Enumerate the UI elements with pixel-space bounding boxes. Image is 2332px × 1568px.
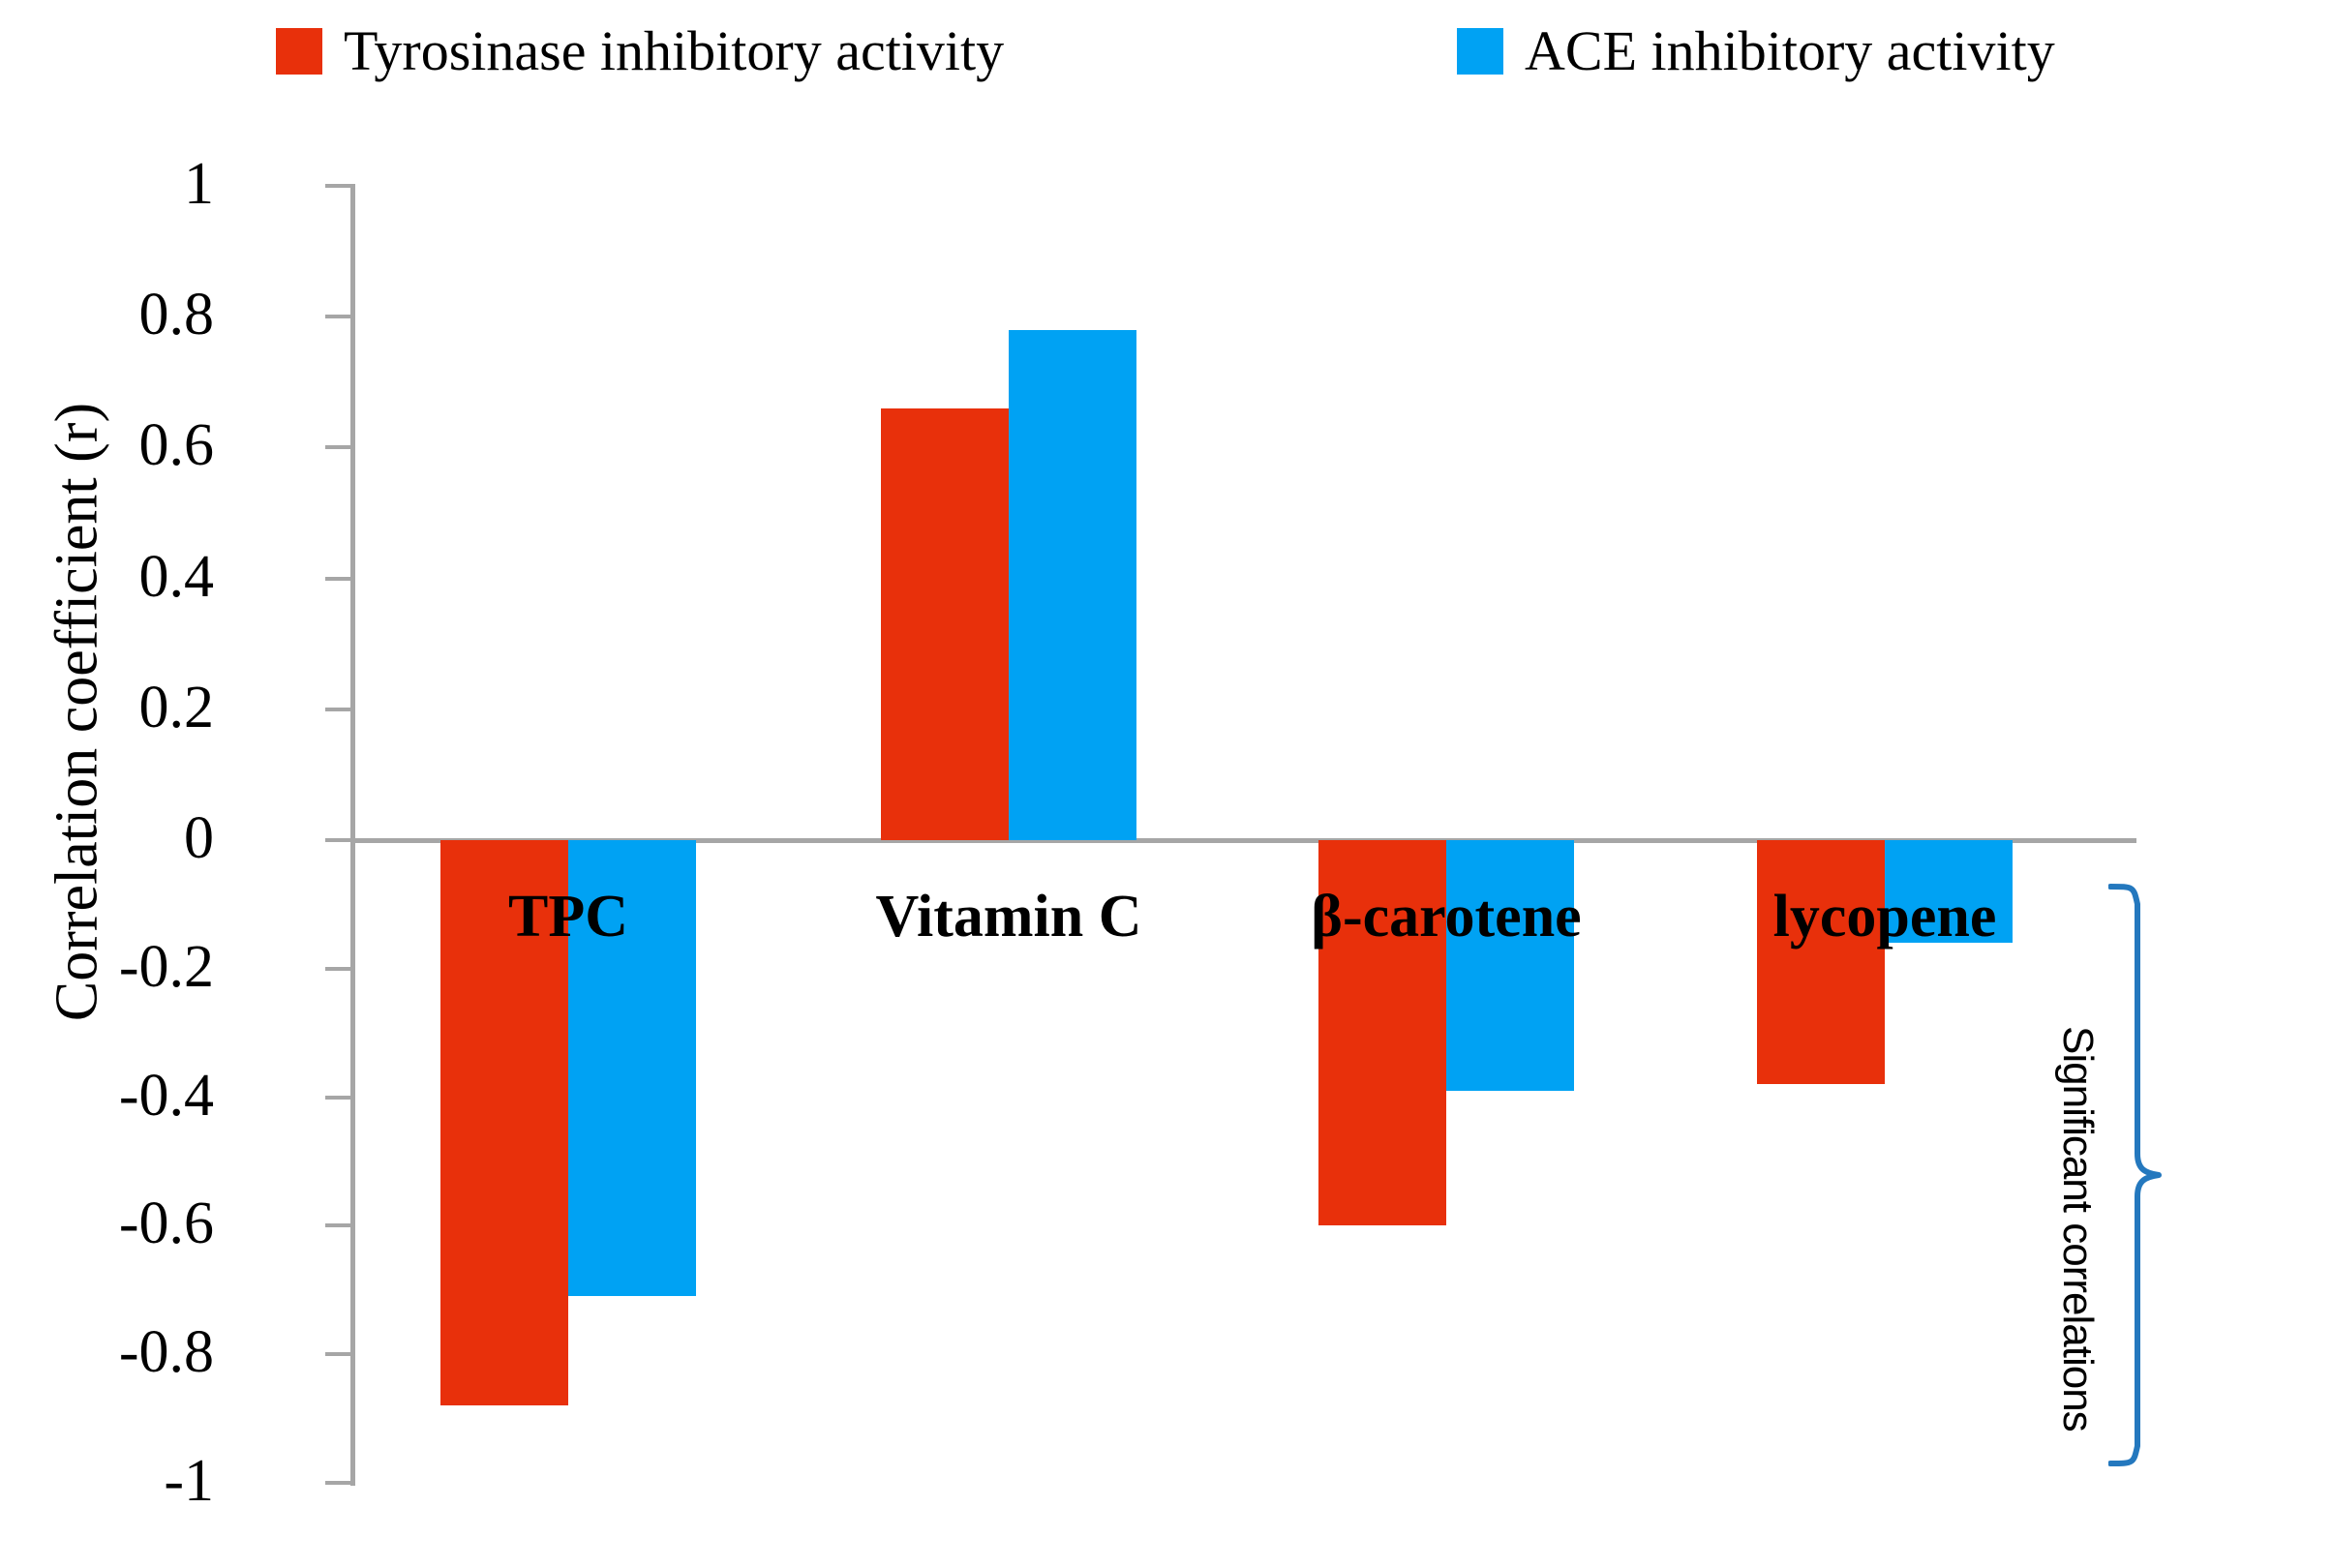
- legend-item-ace-inhibitory-activity[interactable]: ACE inhibitory activity: [1457, 23, 2055, 79]
- y-axis-tick-mark: [325, 1095, 352, 1100]
- zero-baseline: [350, 838, 2136, 843]
- bar-tyrosinase-0[interactable]: [440, 840, 568, 1406]
- chart-legend: Tyrosinase inhibitory activity ACE inhib…: [0, 10, 2332, 87]
- y-axis-tick-label: -0.4: [118, 1062, 214, 1129]
- category-label-0: TPC: [508, 884, 628, 950]
- y-axis-tick-label: 0: [184, 805, 214, 871]
- y-axis-tick-label: -1: [164, 1448, 214, 1514]
- y-axis-tick-mark: [325, 966, 352, 971]
- legend-swatch-ace: [1457, 28, 1503, 75]
- y-axis-tick-label: 0.4: [138, 543, 215, 610]
- y-axis-tick-label: -0.8: [118, 1319, 214, 1386]
- y-axis-tick-mark: [325, 315, 352, 319]
- bar-ace-1[interactable]: [1009, 329, 1136, 840]
- bar-tyrosinase-3[interactable]: [1757, 840, 1885, 1085]
- bar-group-container: TPC Vitamin C β-carotene lycopene: [440, 329, 2013, 1406]
- y-axis-tick-mark: [325, 445, 352, 450]
- y-axis-tick-label: 0.6: [138, 412, 215, 479]
- bar-tyrosinase-1[interactable]: [881, 407, 1009, 840]
- significant-correlations-bracket-icon: [2108, 883, 2176, 1467]
- legend-swatch-tyrosinase: [276, 28, 322, 75]
- legend-label-ace: ACE inhibitory activity: [1525, 19, 2055, 82]
- bar-tyrosinase-2[interactable]: [1318, 840, 1446, 1226]
- y-axis-tick-mark: [325, 838, 352, 842]
- bar-ace-3[interactable]: [1885, 840, 2013, 944]
- y-axis-tick-label: 1: [184, 151, 214, 217]
- bar-ace-0[interactable]: [568, 840, 696, 1297]
- y-axis-tick-mark: [325, 707, 352, 711]
- y-axis-tick-label: 0.2: [138, 674, 215, 740]
- category-label-3: lycopene: [1772, 884, 1997, 950]
- y-axis-tick-mark: [325, 1223, 352, 1228]
- category-label-2: β-carotene: [1311, 884, 1582, 950]
- y-axis-tick-mark: [325, 576, 352, 581]
- legend-item-tyrosinase-inhibitory-activity[interactable]: Tyrosinase inhibitory activity: [276, 23, 1004, 79]
- y-axis-tick-label: 0.8: [138, 282, 215, 348]
- y-axis-tick-mark: [325, 184, 352, 188]
- legend-label-tyrosinase: Tyrosinase inhibitory activity: [344, 19, 1005, 82]
- y-axis-tick-label: -0.2: [118, 933, 214, 1000]
- bar-ace-2[interactable]: [1446, 840, 1574, 1091]
- chart-figure: Tyrosinase inhibitory activity ACE inhib…: [0, 10, 2332, 1514]
- y-axis-tick-mark: [325, 1352, 352, 1357]
- significant-correlations-label: Significant correlations: [2054, 1026, 2102, 1432]
- y-axis-spine: [350, 184, 355, 1486]
- y-axis-tick-label: -0.6: [118, 1191, 214, 1257]
- category-label-1: Vitamin C: [875, 884, 1142, 950]
- y-axis-tick-mark: [325, 1481, 352, 1485]
